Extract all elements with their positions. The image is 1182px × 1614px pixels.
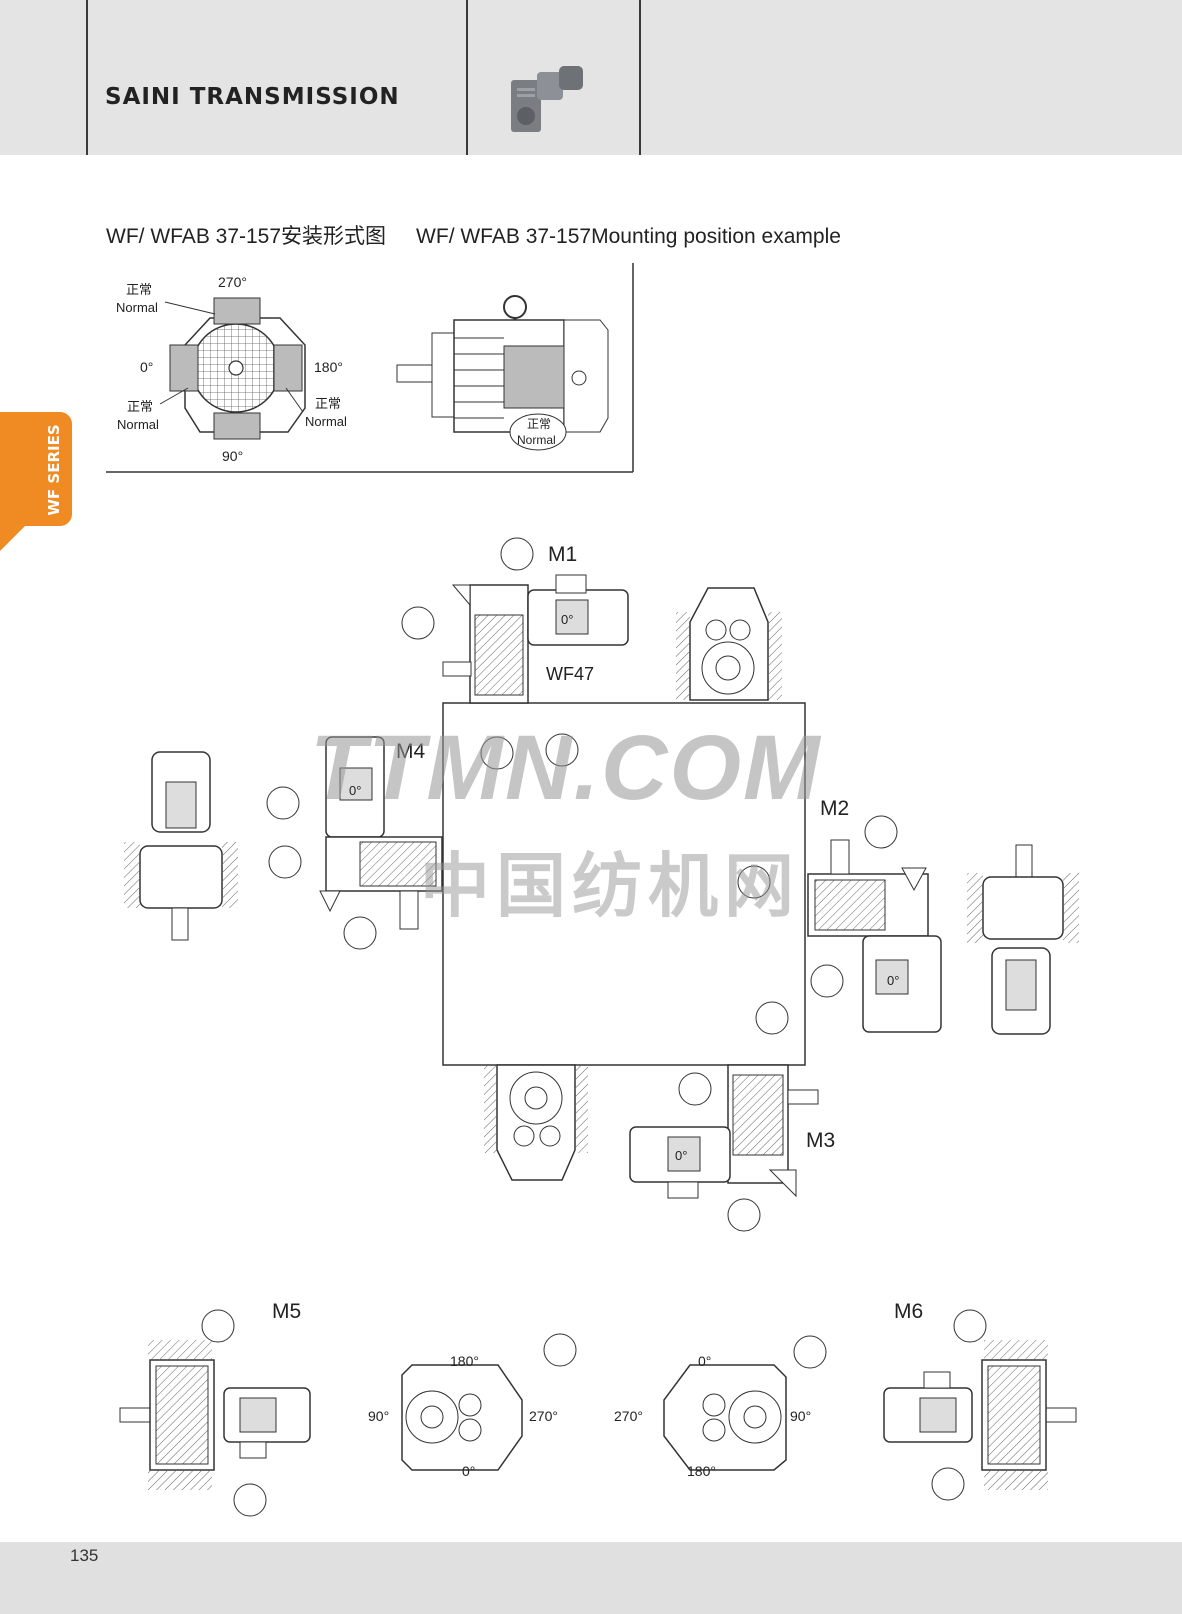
gearbox-thumbnail [511,66,583,132]
brand-logo: SAINI TRANSMISSION [105,84,400,110]
m1-unit [401,537,629,770]
normal-en-label: Normal [117,417,159,432]
label-180: 180° [314,359,343,375]
page-number: 135 [70,1546,99,1565]
m6-top-angle: 0° [698,1353,711,1369]
label-270: 270° [218,274,247,290]
normal-en-label: Normal [116,300,158,315]
series-tab [0,412,72,526]
m5-unit [119,1309,311,1517]
reference-square [442,702,806,1066]
label-90: 90° [222,448,243,464]
motor-side-view [396,295,609,451]
model-label: WF47 [546,664,594,684]
m4-label: M4 [396,740,425,763]
m6-left-angle: 270° [614,1408,643,1424]
m6-unit [883,1309,1077,1501]
m4-unit [266,736,443,950]
m1-box-angle: 0° [561,612,573,627]
page-header [0,0,1182,155]
normal-en-label: Normal [305,414,347,429]
header-divider [639,0,641,155]
m1-label: M1 [548,543,577,566]
header-divider [86,0,88,155]
m3-unit [629,1001,819,1232]
m3-box-angle: 0° [675,1148,687,1163]
bottom-end-view [484,1064,588,1181]
normal-cn-label: 正常 [127,399,153,414]
m6-bottom-angle: 180° [687,1463,716,1479]
m6-end-view [663,1335,827,1471]
left-end-view [124,751,238,941]
normal-cn-label: 正常 [126,282,152,297]
section-title: WF/ WFAB 37-157安装形式图 WF/ WFAB 37-157Mount… [106,220,841,250]
title-en: WF/ WFAB 37-157Mounting position example [416,225,841,248]
m6-right-angle: 90° [790,1408,811,1424]
normal-en-label: Normal [517,433,556,447]
m4-box-angle: 0° [349,783,361,798]
m5-label: M5 [272,1300,301,1323]
title-cn: WF/ WFAB 37-157安装形式图 [106,225,387,248]
label-0: 0° [140,359,153,375]
terminal-box-frame [106,263,634,473]
m2-unit [737,815,942,1033]
m3-label: M3 [806,1129,835,1152]
motor-end-view [159,297,306,440]
m6-label: M6 [894,1300,923,1323]
normal-cn-label: 正常 [315,396,341,411]
page-footer [0,1542,1182,1614]
m5-end-view [401,1333,577,1471]
m5-left-angle: 90° [368,1408,389,1424]
m2-box-angle: 0° [887,973,899,988]
m2-label: M2 [820,797,849,820]
top-end-view [676,587,782,701]
normal-cn-label: 正常 [527,417,551,431]
watermark-text-cn: 中国纺机网 [420,845,800,927]
m5-right-angle: 270° [529,1408,558,1424]
header-divider [466,0,468,155]
m5-top-angle: 180° [450,1353,479,1369]
m5-bottom-angle: 0° [462,1463,475,1479]
series-tab-tail [0,515,36,551]
watermark-text: TTMN.COM [310,717,822,819]
right-end-view [967,844,1079,1035]
